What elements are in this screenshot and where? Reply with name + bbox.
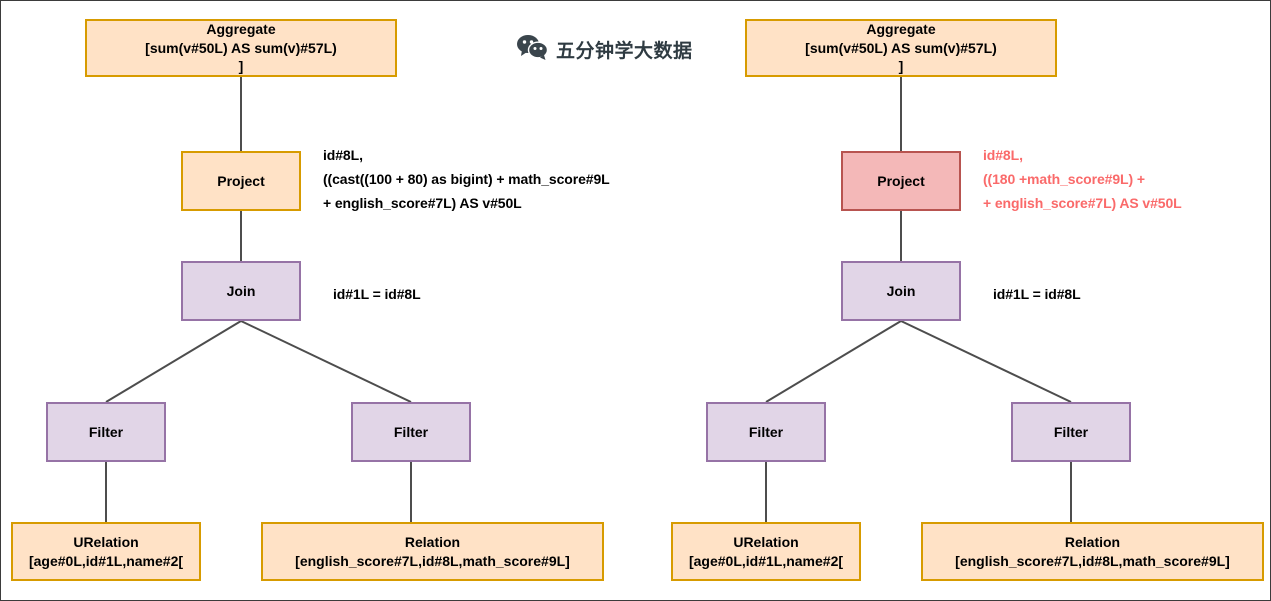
- wechat-logo-icon: [516, 34, 550, 65]
- label-line: + english_score#7L) AS v#50L: [323, 195, 522, 212]
- node-title: Project: [217, 172, 265, 189]
- watermark-text: 五分钟学大数据: [556, 41, 693, 62]
- node-detail: [english_score#7L,id#8L,math_score#9L]: [295, 552, 570, 569]
- node-detail-close: ]: [898, 58, 904, 75]
- left-plan-relation-node[interactable]: Relation[english_score#7L,id#8L,math_sco…: [261, 522, 604, 581]
- right-plan-relation-node[interactable]: Relation[english_score#7L,id#8L,math_sco…: [921, 522, 1264, 581]
- node-title: Aggregate: [206, 21, 276, 38]
- edge-join-filter-left: [765, 320, 902, 403]
- right-plan-filter-node-right[interactable]: Filter: [1011, 402, 1131, 462]
- label-line: id#8L,: [983, 147, 1023, 163]
- edge-join-filter-right: [240, 320, 412, 403]
- node-title: Filter: [748, 423, 784, 440]
- right-plan-urelation-node[interactable]: URelation[age#0L,id#1L,name#2[: [671, 522, 861, 581]
- node-title: Join: [886, 282, 916, 299]
- left-plan-filter-node-right[interactable]: Filter: [351, 402, 471, 462]
- left-plan-filter-node-left[interactable]: Filter: [46, 402, 166, 462]
- node-title: Filter: [1053, 423, 1089, 440]
- left-plan-project-node[interactable]: Project: [181, 151, 301, 211]
- node-title: Aggregate: [866, 21, 936, 38]
- node-detail-close: ]: [238, 58, 244, 75]
- right-plan-aggregate-node[interactable]: Aggregate[sum(v#50L) AS sum(v)#57L)]: [745, 19, 1057, 77]
- right-plan-project-node[interactable]: Project: [841, 151, 961, 211]
- label-line: + english_score#7L) AS v#50L: [983, 195, 1182, 212]
- node-title: URelation: [73, 534, 139, 551]
- left-plan-aggregate-node[interactable]: Aggregate[sum(v#50L) AS sum(v)#57L)]: [85, 19, 397, 77]
- node-title: Filter: [393, 423, 429, 440]
- node-detail: [age#0L,id#1L,name#2[: [688, 552, 844, 569]
- label-line: id#8L,: [323, 147, 363, 163]
- node-title: Relation: [1064, 534, 1121, 551]
- edge-join-filter-left: [105, 320, 242, 403]
- node-title: Relation: [404, 534, 461, 551]
- edge-join-filter-right: [900, 320, 1072, 403]
- label-line: ((180 +math_score#9L) +: [983, 171, 1145, 188]
- left-plan-project-expression-label: id#8L, ((cast((100 + 80) as bigint) + mat…: [323, 143, 610, 215]
- label-line: id#1L = id#8L: [993, 286, 1081, 302]
- node-title: URelation: [733, 534, 799, 551]
- right-plan-join-node[interactable]: Join: [841, 261, 961, 321]
- node-detail: [sum(v#50L) AS sum(v)#57L): [145, 39, 337, 56]
- node-detail: [age#0L,id#1L,name#2[: [28, 552, 184, 569]
- watermark: 五分钟学大数据: [516, 34, 693, 65]
- right-plan-join-condition-label: id#1L = id#8L: [993, 282, 1081, 306]
- label-line: id#1L = id#8L: [333, 286, 421, 302]
- node-detail: [english_score#7L,id#8L,math_score#9L]: [955, 552, 1230, 569]
- left-plan-join-node[interactable]: Join: [181, 261, 301, 321]
- node-title: Project: [877, 172, 925, 189]
- right-plan-project-expression-label: id#8L, ((180 +math_score#9L) + + english_s…: [983, 143, 1182, 215]
- left-plan-urelation-node[interactable]: URelation[age#0L,id#1L,name#2[: [11, 522, 201, 581]
- label-line: ((cast((100 + 80) as bigint) + math_scor…: [323, 171, 610, 188]
- left-plan-join-condition-label: id#1L = id#8L: [333, 282, 421, 306]
- node-title: Join: [226, 282, 256, 299]
- node-title: Filter: [88, 423, 124, 440]
- node-detail: [sum(v#50L) AS sum(v)#57L): [805, 39, 997, 56]
- right-plan-filter-node-left[interactable]: Filter: [706, 402, 826, 462]
